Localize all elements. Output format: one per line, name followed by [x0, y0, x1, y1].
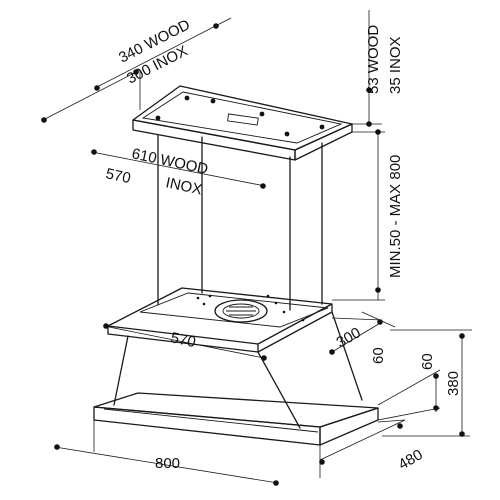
dimension-lines	[41, 10, 472, 486]
label-hood-height-small: 60	[419, 353, 436, 370]
label-top-width-wood: 610 WOOD	[130, 145, 210, 178]
label-canopy-height: 60	[370, 347, 387, 364]
label-base-depth: 480	[396, 446, 426, 473]
label-canopy-width: 570	[169, 329, 197, 351]
label-top-plate-inox: 35 INOX	[387, 36, 404, 94]
label-top-width-inox-word: INOX	[164, 174, 203, 198]
label-base-width: 800	[155, 455, 180, 472]
hood-canopy-top	[107, 287, 333, 345]
hood-body	[107, 303, 363, 429]
label-hood-height-total: 380	[445, 371, 462, 396]
label-chimney-height: MIN.50 - MAX 800	[387, 155, 404, 278]
chimney-body	[157, 134, 323, 311]
hood-base	[93, 392, 379, 446]
label-top-width-inox-value: 570	[104, 165, 132, 187]
ceiling-mount-plate	[132, 85, 353, 161]
label-top-plate-wood: 53 WOOD	[365, 25, 382, 94]
